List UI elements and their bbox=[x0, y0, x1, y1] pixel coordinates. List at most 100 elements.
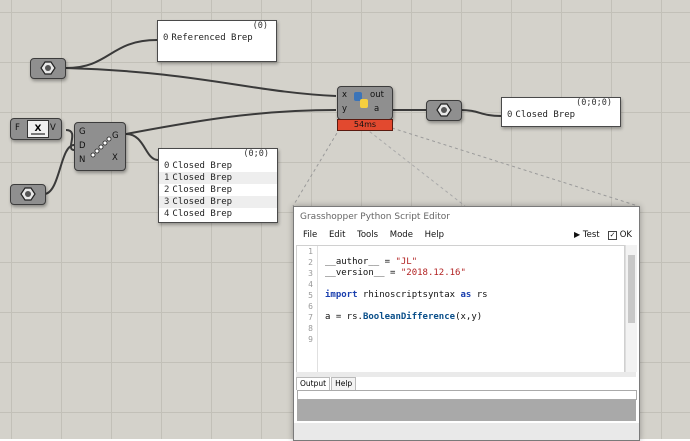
code-line: __author__ = "JL" bbox=[325, 257, 418, 267]
line-number: 9 bbox=[308, 335, 313, 344]
line-number: 3 bbox=[308, 269, 313, 278]
editor-statusbar bbox=[294, 423, 639, 440]
panel-header: (0;0) bbox=[243, 149, 269, 159]
line-number: 5 bbox=[308, 291, 313, 300]
row-value: Referenced Brep bbox=[171, 33, 253, 43]
editor-connector-line bbox=[364, 127, 466, 207]
row-value: Closed Brep bbox=[172, 161, 233, 171]
code-lines: __author__ = "JL" __version__ = "2018.12… bbox=[325, 246, 488, 345]
brep-param-node[interactable] bbox=[426, 100, 462, 121]
series-output-g: G bbox=[112, 131, 119, 141]
python-input-y: y bbox=[342, 104, 348, 114]
test-button-label: Test bbox=[582, 230, 600, 240]
python-script-node[interactable]: x y out a bbox=[337, 86, 393, 120]
code-line: import rhinoscriptsyntax as rs bbox=[325, 290, 488, 300]
brep-icon bbox=[20, 187, 36, 201]
slider-icon: X bbox=[27, 120, 49, 138]
line-number: 8 bbox=[308, 324, 313, 333]
panel-header: (0) bbox=[252, 21, 268, 31]
row-index: 3 bbox=[164, 197, 170, 207]
python-output-out: out bbox=[370, 90, 384, 100]
editor-menubar: File Edit Tools Mode Help ▶ Test ✓ OK bbox=[294, 227, 639, 243]
menu-file[interactable]: File bbox=[303, 230, 318, 240]
editor-title: Grasshopper Python Script Editor bbox=[300, 212, 450, 222]
code-line bbox=[325, 301, 488, 312]
wire bbox=[65, 67, 337, 97]
menu-help[interactable]: Help bbox=[424, 230, 445, 240]
series-node[interactable]: G D N G X bbox=[74, 122, 126, 171]
code-editor[interactable]: 1 2 3 4 5 6 7 8 9 __author__ = "JL" __ve… bbox=[296, 245, 625, 374]
tab-output[interactable]: Output bbox=[296, 377, 331, 390]
row-index: 0 bbox=[163, 33, 169, 43]
row-index: 0 bbox=[507, 110, 513, 120]
series-input-d: D bbox=[79, 141, 86, 151]
line-number: 1 bbox=[308, 247, 313, 256]
line-number: 6 bbox=[308, 302, 313, 311]
line-number: 7 bbox=[308, 313, 313, 322]
row-value: Closed Brep bbox=[172, 197, 233, 207]
tab-help[interactable]: Help bbox=[331, 377, 357, 390]
code-line bbox=[325, 246, 488, 257]
wire bbox=[459, 109, 502, 117]
horizontal-scrollbar[interactable] bbox=[296, 372, 636, 377]
slider-output-label: V bbox=[50, 123, 56, 133]
menu-mode[interactable]: Mode bbox=[389, 230, 413, 240]
test-button[interactable]: ▶ Test bbox=[574, 227, 600, 243]
slider-node[interactable]: F X V bbox=[10, 118, 62, 140]
output-console bbox=[297, 400, 636, 421]
row-index: 0 bbox=[164, 161, 170, 171]
code-line bbox=[325, 279, 488, 290]
python-script-editor[interactable]: Grasshopper Python Script Editor File Ed… bbox=[293, 206, 640, 441]
row-index: 4 bbox=[164, 209, 170, 219]
python-output-a: a bbox=[374, 104, 380, 114]
slider-input-label: F bbox=[15, 123, 20, 133]
brep-icon bbox=[40, 61, 56, 75]
output-area[interactable] bbox=[297, 390, 637, 400]
wire bbox=[65, 129, 75, 151]
brep-param-node[interactable] bbox=[30, 58, 66, 79]
python-input-x: x bbox=[342, 90, 348, 100]
code-line: a = rs.BooleanDifference(x,y) bbox=[325, 312, 483, 322]
wire bbox=[125, 133, 159, 161]
menu-tools[interactable]: Tools bbox=[357, 230, 379, 240]
series-input-g: G bbox=[79, 127, 86, 137]
svg-text:X: X bbox=[35, 124, 42, 134]
menu-edit[interactable]: Edit bbox=[328, 230, 346, 240]
row-index: 2 bbox=[164, 185, 170, 195]
row-value: Closed Brep bbox=[515, 110, 576, 120]
wire bbox=[43, 144, 75, 195]
wire bbox=[125, 109, 337, 135]
line-number: 4 bbox=[308, 280, 313, 289]
python-timing-badge: 54ms bbox=[337, 119, 393, 131]
scroll-thumb[interactable] bbox=[628, 255, 635, 323]
brep-param-node[interactable] bbox=[10, 184, 46, 205]
row-value: Closed Brep bbox=[172, 209, 233, 219]
code-line: __version__ = "2018.12.16" bbox=[325, 268, 466, 278]
ok-button[interactable]: ✓ OK bbox=[608, 227, 632, 243]
row-value: Closed Brep bbox=[172, 185, 233, 195]
brep-icon bbox=[436, 103, 452, 117]
wire bbox=[65, 39, 158, 69]
python-icon bbox=[352, 90, 370, 114]
editor-connector-line bbox=[292, 127, 341, 207]
vertical-scrollbar[interactable] bbox=[625, 245, 637, 372]
checkbox-icon: ✓ bbox=[608, 231, 617, 240]
row-value: Closed Brep bbox=[172, 173, 233, 183]
line-number-gutter: 1 2 3 4 5 6 7 8 9 bbox=[297, 246, 318, 373]
panel-header: (0;0;0) bbox=[576, 98, 612, 108]
code-line bbox=[325, 323, 488, 334]
series-input-n: N bbox=[79, 155, 86, 165]
